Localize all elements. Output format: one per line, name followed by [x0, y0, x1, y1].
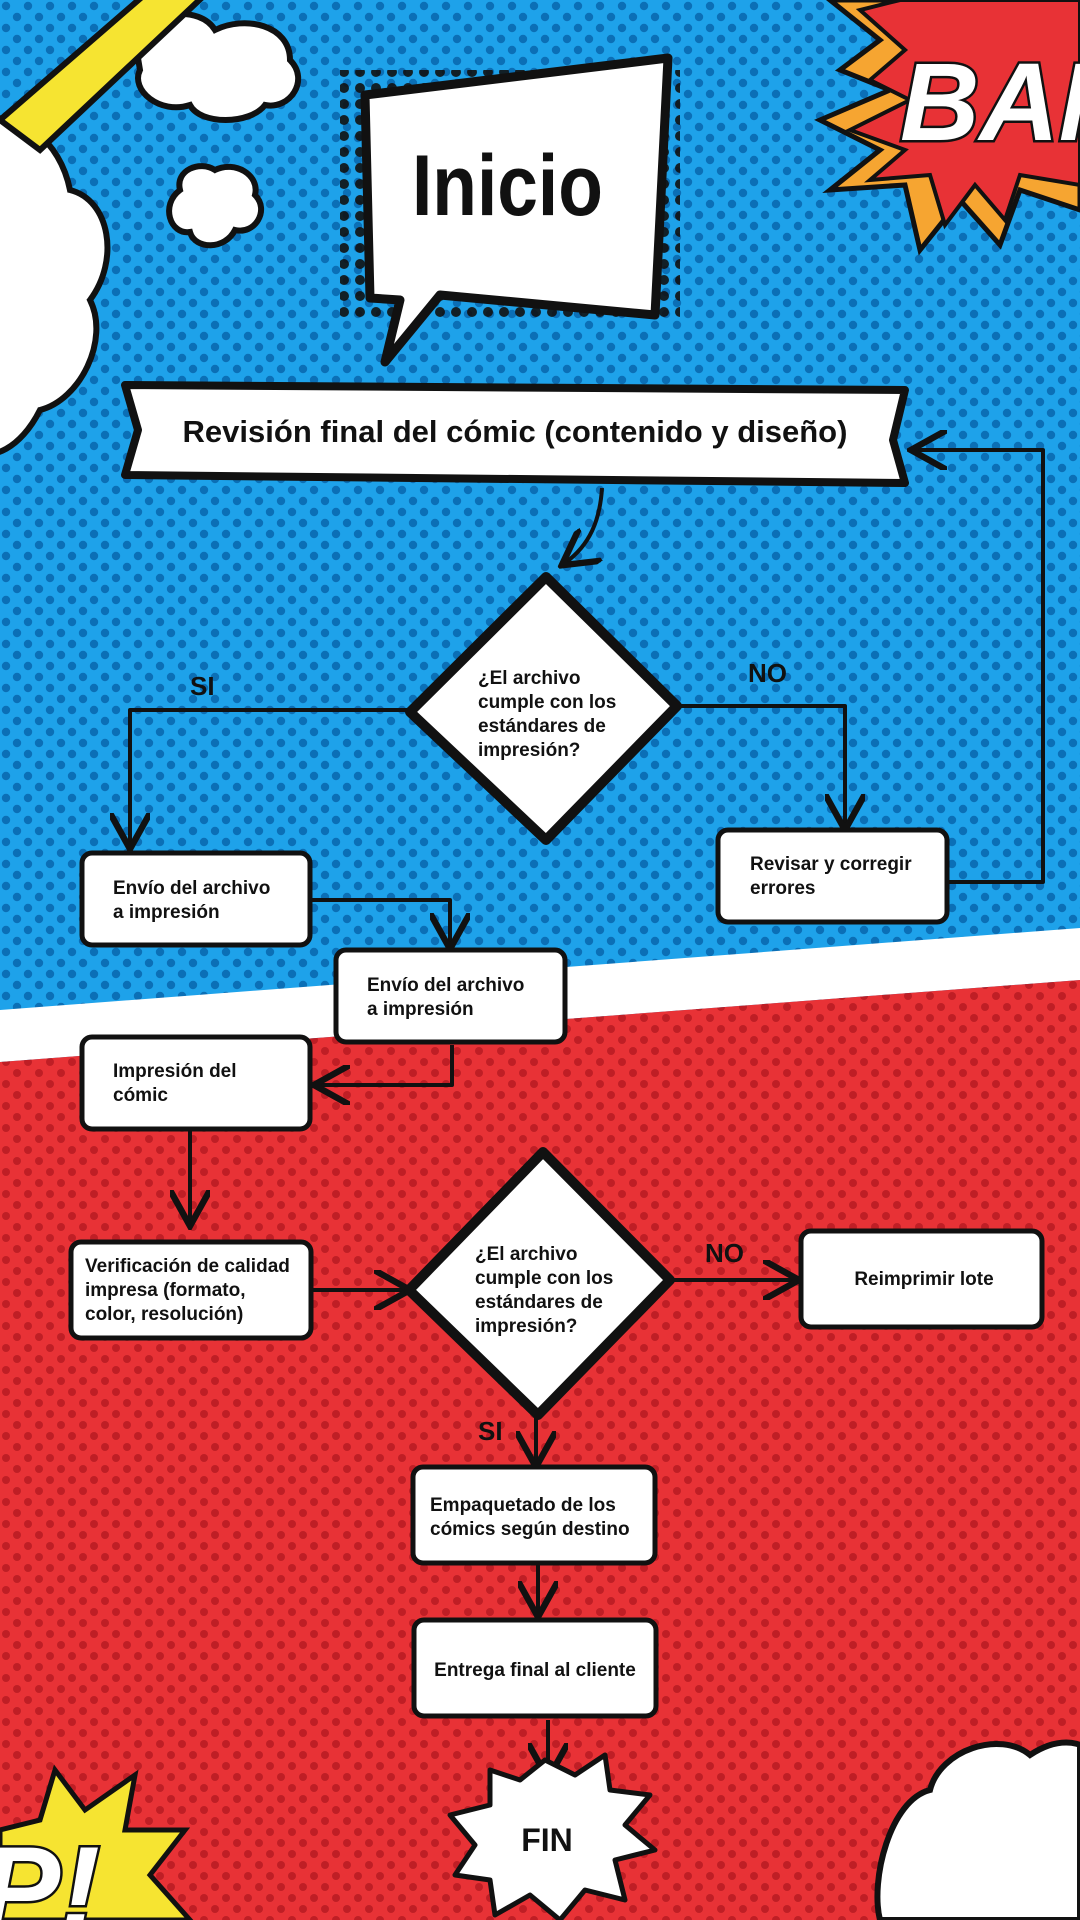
edge-label-d2-yes: SI [478, 1416, 503, 1446]
process-node-impresion: Impresión del cómic [79, 1034, 313, 1132]
process-node-entrega: Entrega final al cliente [411, 1617, 659, 1719]
decision-node-1: ¿El archivo cumple con los estándares de… [405, 572, 682, 845]
entrega-label: Entrega final al cliente [434, 1660, 636, 1681]
decision-node-2: ¿El archivo cumple con los estándares de… [404, 1147, 675, 1420]
edge-label-d1-no: NO [748, 658, 787, 688]
process-node-envio-1: Envío del archivo a impresión [79, 850, 313, 948]
svg-text:¿El archivo cumple con l: ¿El archivo cumple con los estándares de… [478, 668, 622, 761]
inicio-bubble: Inicio [340, 53, 680, 367]
explosion-burst-icon: BAM [814, 0, 1080, 256]
svg-text:Envío del archivo a impr: Envío del archivo a impresión [113, 878, 276, 923]
envio2-line: a impresión [367, 999, 474, 1020]
process-node-verificacion: Verificación de calidad impresa (formato… [68, 1239, 314, 1341]
revisar-line: Revisar y corregir [750, 854, 912, 875]
revision-banner: Revisión final del cómic (contenido y di… [121, 381, 909, 487]
svg-text:Verificación de calidad: Verificación de calidad impresa (formato… [85, 1256, 295, 1325]
envio1-line: a impresión [113, 902, 220, 923]
decision1-line: impresión? [478, 740, 580, 761]
process-node-reimprimir: Reimprimir lote [798, 1228, 1045, 1330]
revisar-line: errores [750, 878, 816, 899]
connectors [130, 450, 1045, 1775]
verificacion-line: Verificación de calidad [85, 1256, 290, 1277]
fin-node: FIN [447, 1752, 658, 1920]
corner-letters: P! [0, 1822, 100, 1920]
revision-node: Revisión final del cómic (contenido y di… [183, 414, 848, 449]
empaquetado-line: Empaquetado de los [430, 1495, 616, 1516]
edge-label-d1-yes: SI [190, 671, 215, 701]
svg-text:Revisar y corregir error: Revisar y corregir errores [750, 854, 917, 899]
svg-text:¿El archivo cumple con l: ¿El archivo cumple con los estándares de… [475, 1244, 619, 1337]
cloud-icon [874, 1739, 1080, 1920]
cloud-icon [0, 11, 302, 455]
decision2-line: impresión? [475, 1316, 577, 1337]
verificacion-line: color, resolución) [85, 1304, 243, 1325]
explosion-burst-icon: P! [0, 1764, 194, 1920]
svg-text:Envío del archivo a impr: Envío del archivo a impresión [367, 975, 530, 1020]
svg-text:Impresión del cómic: Impresión del cómic [113, 1061, 242, 1106]
decision1-line: ¿El archivo [478, 668, 580, 689]
reimprimir-label: Reimprimir lote [854, 1269, 993, 1290]
decision2-line: estándares de [475, 1292, 603, 1313]
decision1-line: estándares de [478, 716, 606, 737]
fin-label: FIN [521, 1822, 573, 1858]
yellow-streak [0, 0, 204, 154]
edge-label-d2-no: NO [705, 1238, 744, 1268]
empaquetado-line: cómics según destino [430, 1519, 630, 1540]
process-node-envio-2: Envío del archivo a impresión [333, 947, 568, 1045]
impresion-line: Impresión del [113, 1061, 237, 1082]
envio2-line: Envío del archivo [367, 975, 524, 996]
decision2-line: ¿El archivo [475, 1244, 577, 1265]
bam-text: BAM [900, 41, 1080, 164]
process-node-empaquetado: Empaquetado de los cómics según destino [410, 1464, 658, 1566]
decision1-line: cumple con los [478, 692, 616, 713]
svg-text:Empaquetado de los cómic: Empaquetado de los cómics según destino [430, 1495, 630, 1540]
impresion-line: cómic [113, 1085, 168, 1106]
process-node-revisar: Revisar y corregir errores [715, 827, 950, 925]
start-node: Inicio [412, 137, 603, 233]
verificacion-line: impresa (formato, [85, 1280, 245, 1301]
speech-bubble-icon [360, 53, 673, 367]
decision2-line: cumple con los [475, 1268, 613, 1289]
envio1-line: Envío del archivo [113, 878, 270, 899]
